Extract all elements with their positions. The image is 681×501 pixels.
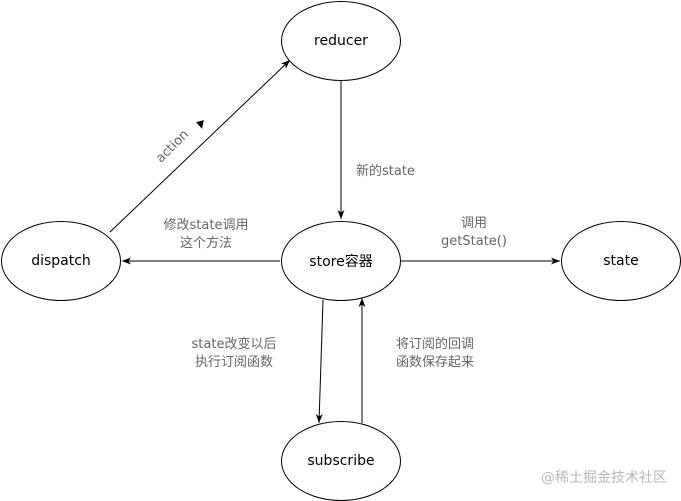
arrow-dispatch-to-reducer [109,59,291,233]
label-save-line2: 函数保存起来 [395,355,474,370]
node-dispatch-label: dispatch [31,253,91,269]
label-modify-line1: 修改state调用 [163,218,249,233]
label-save-line1: 将订阅的回调 [395,337,474,352]
node-state-label: state [603,253,639,269]
node-subscribe-label: subscribe [307,453,375,469]
label-call-line1: 调用 [460,216,487,231]
label-state-changed: state改变以后 执行订阅函数 [178,336,290,372]
label-modify-state: 修改state调用 这个方法 [150,217,262,253]
node-dispatch: dispatch [1,221,121,301]
label-call-line2: getState() [441,234,507,249]
node-subscribe: subscribe [281,421,401,501]
node-reducer: reducer [281,1,401,81]
node-store: store容器 [281,221,401,301]
label-changed-line2: 执行订阅函数 [194,355,273,370]
label-save-callback: 将订阅的回调 函数保存起来 [380,336,490,372]
node-store-label: store容器 [309,254,373,270]
label-modify-line2: 这个方法 [179,236,232,251]
label-get-state: 调用 getState() [430,215,518,251]
label-changed-line1: state改变以后 [191,337,277,352]
label-new-state-text: 新的state [356,164,415,179]
arrow-store-to-subscribe [315,299,324,424]
label-new-state: 新的state [356,163,415,181]
watermark: @稀土掘金技术社区 [541,470,667,486]
node-state: state [561,221,681,301]
node-reducer-label: reducer [314,33,368,49]
